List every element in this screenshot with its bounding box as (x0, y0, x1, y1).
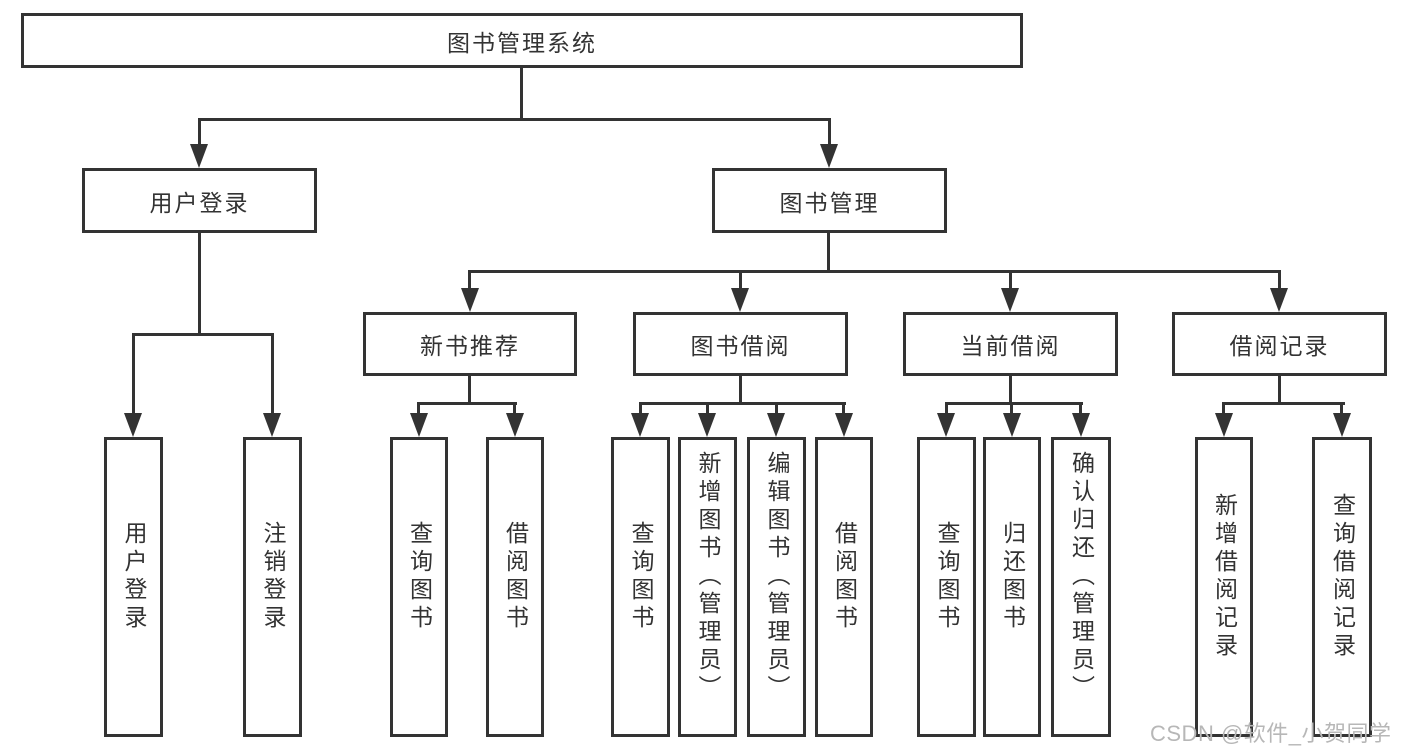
connector-line (468, 270, 471, 292)
connector-line (1278, 270, 1281, 292)
connector-line (945, 402, 948, 416)
arrow-down-icon (631, 413, 649, 437)
connector-line (739, 376, 742, 404)
arrow-down-icon (767, 413, 785, 437)
connector-line (132, 333, 135, 418)
arrow-down-icon (124, 413, 142, 437)
node-new-book-recommend-label: 新书推荐 (420, 333, 520, 359)
arrow-down-icon (1215, 413, 1233, 437)
arrow-down-icon (698, 413, 716, 437)
node-book-borrow-label: 图书借阅 (690, 333, 791, 359)
arrow-down-icon (1001, 288, 1019, 312)
leaf-borrow-books-recommend: 借阅图书 (486, 437, 544, 737)
connector-line (468, 376, 471, 404)
arrow-down-icon (410, 413, 428, 437)
leaf-query-books-current-label: 查询图书 (934, 521, 960, 633)
leaf-add-book-admin: 新增图书（管理员） (678, 437, 737, 737)
connector-line (513, 402, 516, 416)
leaf-query-borrow-record: 查询借阅记录 (1312, 437, 1372, 737)
leaf-add-borrow-record: 新增借阅记录 (1195, 437, 1253, 737)
watermark-text: CSDN @软件_小贺同学 (1150, 721, 1392, 746)
node-user-login: 用户登录 (82, 168, 317, 233)
node-root: 图书管理系统 (21, 13, 1023, 68)
connector-line (417, 402, 517, 405)
connector-line (739, 270, 742, 292)
arrow-down-icon (1003, 413, 1021, 437)
connector-line (945, 402, 1083, 405)
connector-line (639, 402, 846, 405)
connector-line (198, 118, 201, 148)
arrow-down-icon (506, 413, 524, 437)
leaf-add-book-admin-label: 新增图书（管理员） (695, 451, 721, 703)
node-borrow-records: 借阅记录 (1172, 312, 1387, 376)
leaf-return-books: 归还图书 (983, 437, 1041, 737)
connector-line (1222, 402, 1345, 405)
leaf-borrow-books-2: 借阅图书 (815, 437, 873, 737)
leaf-query-books-recommend: 查询图书 (390, 437, 448, 737)
leaf-confirm-return-admin-label: 确认归还（管理员） (1068, 451, 1095, 703)
leaf-borrow-books-2-label: 借阅图书 (831, 521, 858, 633)
leaf-edit-book-admin-label: 编辑图书（管理员） (764, 451, 790, 703)
connector-line (198, 233, 201, 335)
connector-line (1010, 402, 1013, 416)
connector-line (1278, 376, 1281, 404)
arrow-down-icon (937, 413, 955, 437)
connector-line (1340, 402, 1343, 416)
arrow-down-icon (263, 413, 281, 437)
node-borrow-records-label: 借阅记录 (1229, 333, 1330, 359)
connector-line (842, 402, 845, 416)
connector-line (1009, 270, 1012, 292)
leaf-logout-label: 注销登录 (260, 521, 286, 633)
leaf-user-login-label: 用户登录 (121, 521, 147, 633)
leaf-edit-book-admin: 编辑图书（管理员） (747, 437, 806, 737)
connector-line (1009, 376, 1012, 404)
connector-line (198, 118, 831, 121)
arrow-down-icon (835, 413, 853, 437)
leaf-query-books-current: 查询图书 (917, 437, 976, 737)
connector-line (520, 68, 523, 121)
node-new-book-recommend: 新书推荐 (363, 312, 577, 376)
leaf-query-books-recommend-label: 查询图书 (406, 521, 433, 633)
leaf-query-borrow-record-label: 查询借阅记录 (1329, 493, 1356, 661)
connector-line (132, 333, 274, 336)
node-root-label: 图书管理系统 (447, 29, 597, 56)
arrow-down-icon (820, 144, 838, 168)
connector-line (1079, 402, 1082, 416)
node-user-login-label: 用户登录 (149, 189, 250, 216)
arrow-down-icon (1270, 288, 1288, 312)
leaf-confirm-return-admin: 确认归还（管理员） (1051, 437, 1111, 737)
leaf-logout: 注销登录 (243, 437, 302, 737)
arrow-down-icon (461, 288, 479, 312)
arrow-down-icon (731, 288, 749, 312)
connector-line (639, 402, 642, 416)
connector-line (271, 333, 274, 418)
leaf-add-borrow-record-label: 新增借阅记录 (1211, 493, 1238, 661)
leaf-user-login: 用户登录 (104, 437, 163, 737)
leaf-borrow-books-recommend-label: 借阅图书 (502, 521, 529, 633)
leaf-query-books-borrow: 查询图书 (611, 437, 670, 737)
arrow-down-icon (190, 144, 208, 168)
leaf-return-books-label: 归还图书 (999, 521, 1026, 633)
node-book-management: 图书管理 (712, 168, 947, 233)
node-current-borrow: 当前借阅 (903, 312, 1118, 376)
arrow-down-icon (1333, 413, 1351, 437)
connector-line (827, 233, 830, 273)
connector-line (417, 402, 420, 416)
connector-line (468, 270, 1281, 273)
node-book-management-label: 图书管理 (779, 189, 880, 216)
connector-line (1222, 402, 1225, 416)
connector-line (828, 118, 831, 148)
node-book-borrow: 图书借阅 (633, 312, 848, 376)
connector-line (775, 402, 778, 416)
leaf-query-books-borrow-label: 查询图书 (628, 521, 654, 633)
node-current-borrow-label: 当前借阅 (960, 333, 1061, 359)
arrow-down-icon (1072, 413, 1090, 437)
connector-line (706, 402, 709, 416)
